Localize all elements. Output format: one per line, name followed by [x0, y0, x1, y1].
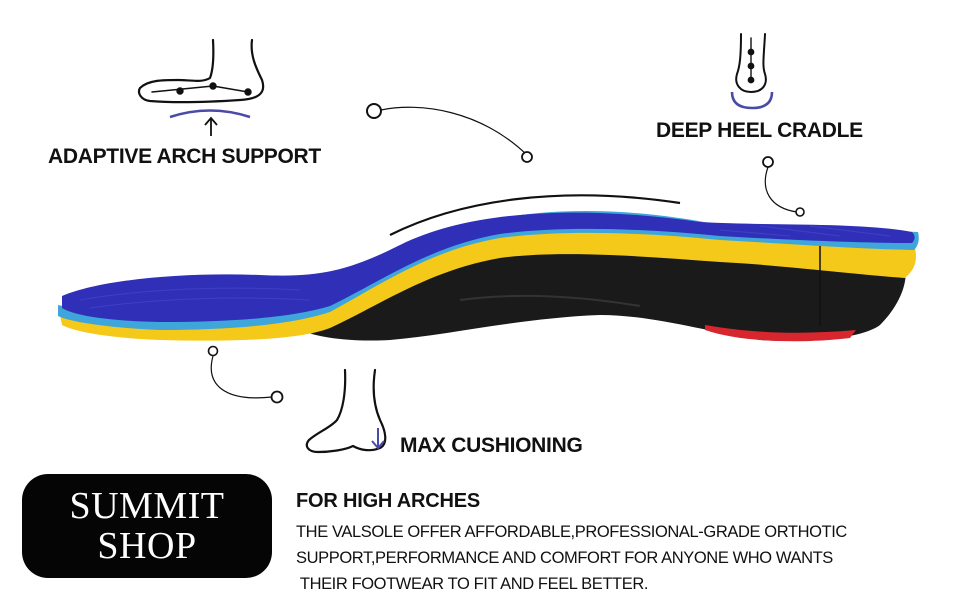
arrow-down-icon: [371, 428, 385, 450]
callout-connector-cushion: [207, 345, 284, 404]
brand-line-1: SUMMIT: [69, 485, 225, 527]
callout-connector-heel: [762, 156, 805, 217]
brand-logo: SUMMIT SHOP: [22, 474, 272, 578]
description-title: FOR HIGH ARCHES: [296, 490, 481, 512]
arch-arc: [169, 109, 251, 119]
product-description: FOR HIGH ARCHES THE VALSOLE OFFER AFFORD…: [296, 490, 946, 597]
callout-connector-arch: [366, 103, 533, 163]
foot-side-icon: [137, 38, 265, 104]
description-line: SUPPORT,PERFORMANCE AND COMFORT FOR ANYO…: [296, 549, 833, 567]
callout-max-cushioning: MAX CUSHIONING: [400, 434, 583, 457]
heel-arc: [730, 91, 774, 110]
description-line: THE VALSOLE OFFER AFFORDABLE,PROFESSIONA…: [296, 523, 847, 541]
insole-image: [58, 194, 919, 342]
callout-heel-cradle: DEEP HEEL CRADLE: [656, 119, 863, 142]
foot-arch-icon: [305, 368, 387, 454]
brand-line-2: SHOP: [97, 525, 197, 567]
description-line: THEIR FOOTWEAR TO FIT AND FEEL BETTER.: [296, 575, 649, 593]
arrow-up-icon: [204, 116, 218, 136]
description-body: THE VALSOLE OFFER AFFORDABLE,PROFESSIONA…: [296, 519, 946, 597]
foot-heel-icon: [735, 33, 767, 94]
callout-arch-support: ADAPTIVE ARCH SUPPORT: [48, 145, 321, 168]
